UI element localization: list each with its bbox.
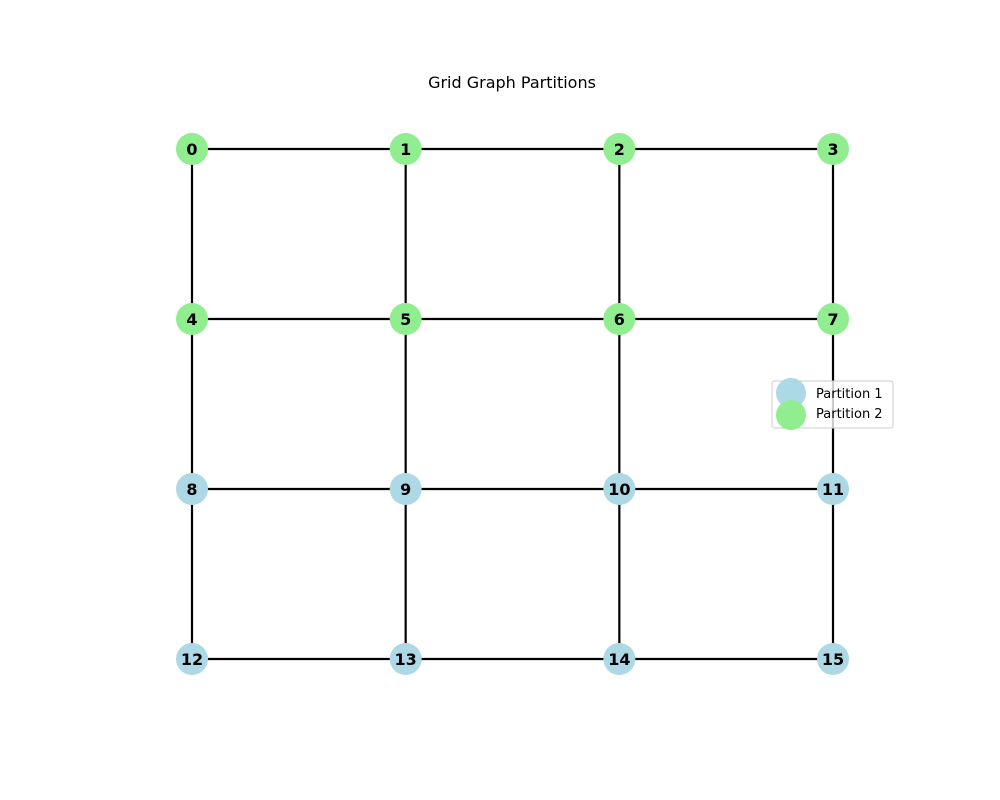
node-4: 4 bbox=[176, 303, 208, 335]
node-circle-5 bbox=[389, 303, 422, 335]
node-9: 9 bbox=[389, 473, 422, 505]
node-label-12: 12 bbox=[181, 650, 203, 669]
node-circle-15 bbox=[817, 643, 850, 675]
legend-marker-partition-2 bbox=[776, 400, 806, 430]
node-circle-7 bbox=[817, 303, 850, 335]
node-14: 14 bbox=[603, 643, 636, 675]
node-label-14: 14 bbox=[608, 650, 630, 669]
node-1: 1 bbox=[389, 133, 422, 165]
node-7: 7 bbox=[817, 303, 850, 335]
node-circle-6 bbox=[603, 303, 636, 335]
node-label-2: 2 bbox=[614, 140, 625, 159]
node-8: 8 bbox=[176, 473, 208, 505]
node-label-0: 0 bbox=[186, 140, 197, 159]
node-0: 0 bbox=[176, 133, 208, 165]
node-circle-12 bbox=[176, 643, 208, 675]
node-circle-0 bbox=[176, 133, 208, 165]
legend-marker-partition-1 bbox=[776, 378, 806, 408]
node-6: 6 bbox=[603, 303, 636, 335]
node-circle-13 bbox=[389, 643, 422, 675]
node-label-8: 8 bbox=[186, 480, 197, 499]
node-label-3: 3 bbox=[827, 140, 838, 159]
figure-title: Grid Graph Partitions bbox=[428, 73, 596, 92]
node-label-6: 6 bbox=[614, 310, 625, 329]
node-10: 10 bbox=[603, 473, 636, 505]
node-circle-11 bbox=[817, 473, 850, 505]
node-circle-2 bbox=[603, 133, 636, 165]
legend: Partition 1 Partition 2 bbox=[771, 378, 894, 430]
legend-label-partition-2: Partition 2 bbox=[816, 407, 883, 422]
node-label-11: 11 bbox=[822, 480, 844, 499]
node-circle-8 bbox=[176, 473, 208, 505]
node-label-4: 4 bbox=[186, 310, 197, 329]
node-label-9: 9 bbox=[400, 480, 411, 499]
node-label-1: 1 bbox=[400, 140, 411, 159]
node-label-15: 15 bbox=[822, 650, 844, 669]
node-circle-9 bbox=[389, 473, 422, 505]
node-13: 13 bbox=[389, 643, 422, 675]
node-label-10: 10 bbox=[608, 480, 630, 499]
node-circle-10 bbox=[603, 473, 636, 505]
node-label-5: 5 bbox=[400, 310, 411, 329]
legend-label-partition-1: Partition 1 bbox=[816, 387, 883, 402]
node-12: 12 bbox=[176, 643, 208, 675]
node-15: 15 bbox=[817, 643, 850, 675]
node-circle-4 bbox=[176, 303, 208, 335]
node-3: 3 bbox=[817, 133, 850, 165]
node-circle-1 bbox=[389, 133, 422, 165]
edges-layer bbox=[190, 147, 835, 661]
node-label-13: 13 bbox=[395, 650, 417, 669]
node-circle-3 bbox=[817, 133, 850, 165]
node-11: 11 bbox=[817, 473, 850, 505]
node-5: 5 bbox=[389, 303, 422, 335]
node-circle-14 bbox=[603, 643, 636, 675]
node-2: 2 bbox=[603, 133, 636, 165]
node-label-7: 7 bbox=[827, 310, 838, 329]
